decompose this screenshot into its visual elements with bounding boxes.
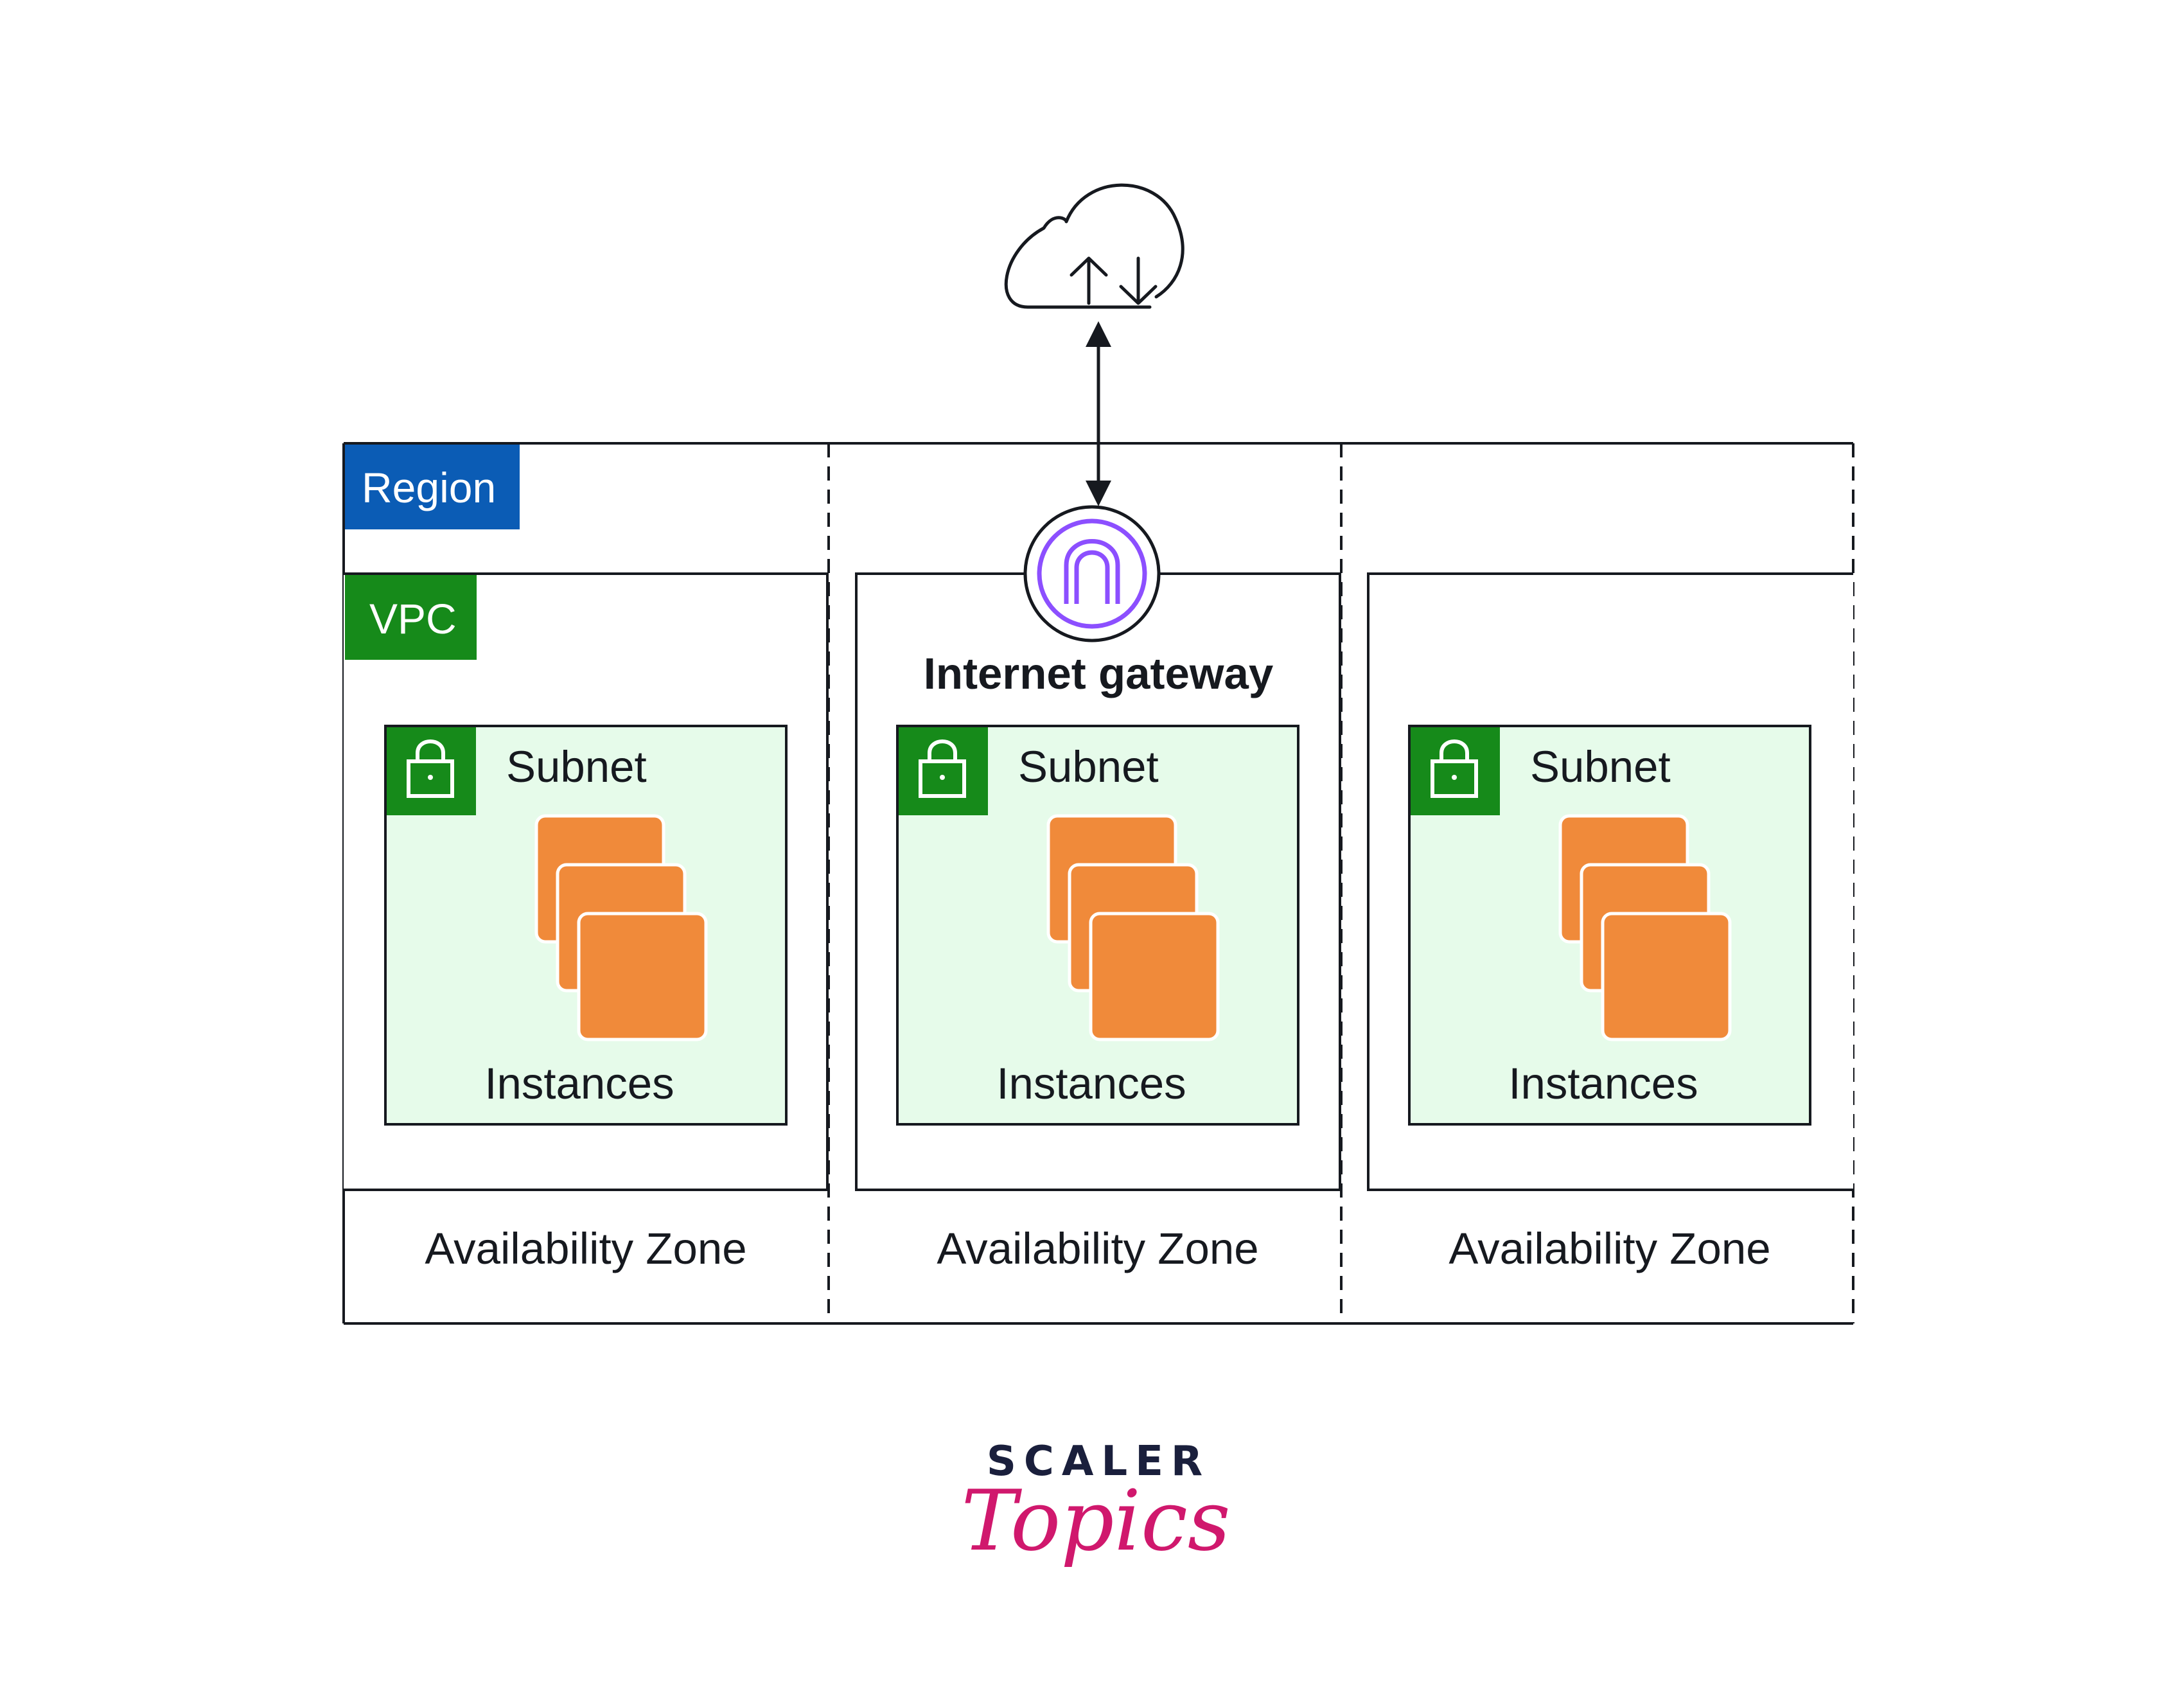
- brand-line-2: Topics: [961, 1472, 1230, 1570]
- lock-icon: [1431, 739, 1478, 798]
- lock-icon: [919, 739, 966, 798]
- vpc-tag: VPC: [345, 575, 477, 660]
- zone-2: Subnet Instances Availability Zone: [896, 725, 1299, 1273]
- internet-gateway: Internet gateway: [924, 505, 1274, 698]
- instances-label: Instances: [484, 1059, 674, 1108]
- subnet-label: Subnet: [1018, 742, 1159, 792]
- ec2-instances-icon: [534, 814, 708, 1041]
- availability-zone-label: Availability Zone: [425, 1224, 746, 1273]
- vpc-label: VPC: [369, 595, 457, 642]
- lock-icon: [407, 739, 454, 798]
- subnet-label: Subnet: [1530, 742, 1671, 792]
- subnet-label: Subnet: [506, 742, 647, 792]
- ec2-instances-icon: [1046, 814, 1220, 1041]
- instances-label: Instances: [996, 1059, 1186, 1108]
- internet-gateway-icon: [1064, 539, 1120, 604]
- gateway-label: Internet gateway: [924, 649, 1274, 698]
- availability-zone-label: Availability Zone: [1449, 1224, 1770, 1273]
- ec2-instances-icon: [1558, 814, 1732, 1041]
- cloud-icon: [1004, 183, 1184, 309]
- vpc-tag-bg: [345, 575, 477, 660]
- availability-zone-label: Availability Zone: [937, 1224, 1258, 1273]
- region-tag: Region: [345, 445, 520, 529]
- gateway-circle: [1023, 505, 1161, 642]
- brand-line-1: SCALER: [987, 1438, 1210, 1485]
- zone-3: Subnet Instances Availability Zone: [1408, 725, 1811, 1273]
- instances-label: Instances: [1508, 1059, 1698, 1108]
- gateway-icon-ring: [1037, 518, 1147, 629]
- region-label: Region: [362, 464, 496, 511]
- zone-1: Subnet Instances Availability Zone: [384, 725, 788, 1273]
- region-tag-bg: [345, 445, 520, 529]
- scaler-topics-logo: SCALER Topics: [961, 1438, 1230, 1570]
